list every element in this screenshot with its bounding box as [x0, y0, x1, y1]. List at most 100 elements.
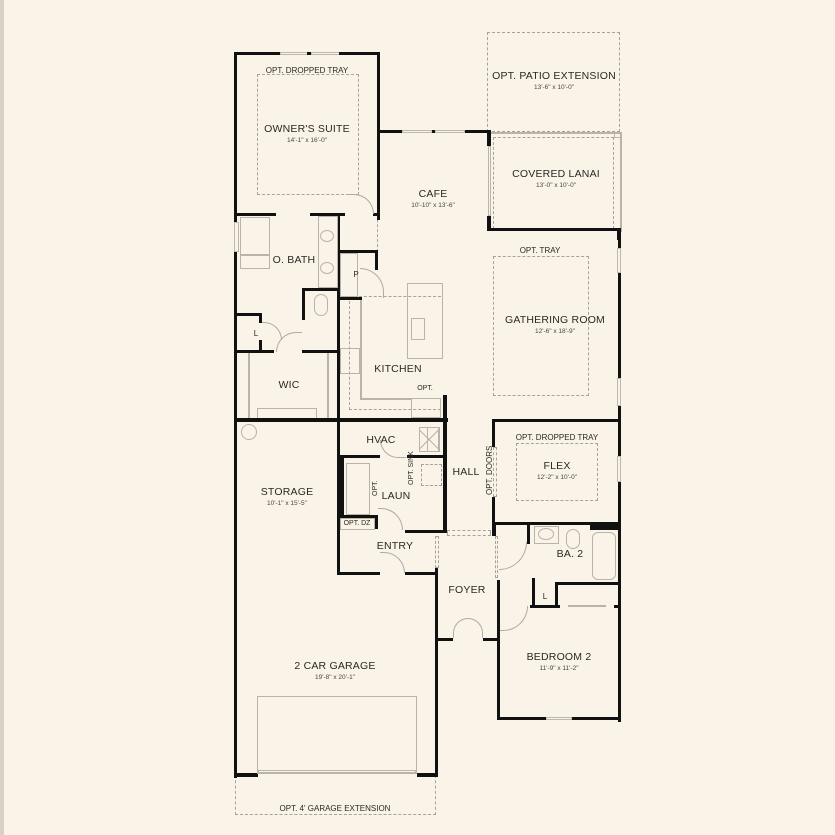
wall	[435, 568, 438, 777]
room-label-foyer: FOYER	[448, 584, 486, 596]
wall	[555, 582, 621, 585]
wall	[337, 250, 377, 253]
sliding-door	[488, 146, 491, 216]
flex-tray	[516, 443, 598, 501]
island-sink	[411, 318, 425, 340]
opt-dz-bench	[340, 518, 375, 530]
wall	[339, 52, 380, 55]
kitchen-counter	[360, 398, 412, 400]
wall	[614, 605, 621, 608]
wall	[234, 418, 448, 422]
room-label-gathering-room: GATHERING ROOM 12'-6" x 18'-9"	[505, 314, 605, 335]
wall	[307, 52, 311, 55]
gathering-room-tray-label: OPT. TRAY	[519, 246, 561, 255]
window	[435, 130, 465, 133]
window	[234, 222, 239, 252]
wall	[234, 52, 280, 55]
wall	[435, 638, 453, 641]
entry-opening	[435, 536, 439, 568]
wall	[234, 350, 274, 353]
room-label-storage: STORAGE 10'-1" x 15'-5"	[261, 486, 314, 507]
garage-door-track	[258, 770, 416, 773]
wall	[337, 418, 340, 573]
linen-door[interactable]	[262, 322, 282, 340]
range	[340, 348, 360, 374]
room-dimensions: 10'-10" x 13'-6"	[411, 202, 455, 209]
opt-sink-label: OPT. SINK	[408, 451, 415, 485]
bath2-opening	[495, 536, 498, 578]
wall	[487, 216, 491, 230]
window	[311, 52, 341, 55]
wall	[497, 605, 500, 720]
wall	[492, 419, 621, 422]
wall	[375, 250, 378, 270]
wall	[530, 605, 560, 608]
wic-shelf	[248, 353, 250, 418]
wall	[405, 530, 447, 533]
wall	[497, 580, 500, 640]
wall	[234, 313, 262, 316]
wall	[618, 273, 621, 378]
wall	[617, 228, 621, 240]
wall	[302, 288, 305, 320]
lanai-edge	[620, 132, 622, 232]
wall	[337, 455, 380, 458]
wall	[405, 572, 438, 575]
kitchen-opt-label: OPT.	[417, 385, 433, 392]
wall	[618, 482, 621, 522]
bath2-door[interactable]	[499, 542, 527, 570]
wall	[337, 213, 340, 420]
wall	[443, 395, 447, 420]
wall	[492, 522, 496, 536]
room-name: FLEX	[543, 460, 571, 472]
wall	[340, 458, 344, 518]
opt-sink	[421, 464, 442, 486]
wall	[532, 578, 535, 608]
room-dimensions: 12'-6" x 18'-9"	[535, 328, 575, 335]
owners-suite-door[interactable]	[346, 194, 374, 214]
window	[617, 378, 621, 406]
room-name: 2 CAR GARAGE	[294, 660, 376, 672]
hvac-unit	[427, 427, 440, 452]
gathering-room-tray	[493, 256, 589, 396]
front-door[interactable]	[453, 618, 483, 638]
wall	[337, 572, 380, 575]
garage-door	[257, 696, 417, 774]
garage-entry-door[interactable]	[380, 552, 405, 573]
room-label-linen-bed: L	[542, 592, 548, 601]
window	[546, 717, 572, 720]
room-label-opt-dz: OPT. DZ	[343, 520, 371, 527]
wall	[310, 213, 345, 216]
wall	[302, 350, 340, 353]
wall	[498, 717, 546, 720]
flex-opt-doors-label: OPT. DOORS	[485, 445, 494, 495]
wall	[337, 515, 377, 518]
room-label-cafe: CAFE 10'-10" x 13'-6"	[411, 188, 455, 209]
pantry-shelf	[340, 253, 358, 297]
bath2-toilet	[566, 529, 580, 549]
room-dimensions: 19'-8" x 20'-1"	[315, 674, 355, 681]
wall	[377, 130, 402, 133]
window	[617, 248, 621, 273]
toilet	[314, 294, 328, 316]
laundry-entry-door[interactable]	[378, 508, 403, 530]
room-dimensions: 11'-9" x 11'-2"	[539, 665, 579, 672]
pantry-door[interactable]	[360, 268, 384, 298]
bedroom2-door[interactable]	[500, 606, 528, 631]
washer-dryer	[346, 463, 370, 515]
wall	[572, 717, 621, 720]
bench	[240, 255, 270, 269]
closet-rod	[568, 605, 606, 607]
wall	[527, 522, 530, 544]
room-dimensions: 14'-1" x 16'-0"	[287, 137, 327, 144]
room-label-owners-suite: OWNER'S SUITE 14'-1" x 16'-0"	[264, 123, 350, 144]
wall	[377, 52, 380, 132]
flex-tray-label: OPT. DROPPED TRAY	[515, 433, 599, 442]
wall	[492, 497, 495, 525]
room-name: STORAGE	[260, 486, 314, 498]
wall	[618, 240, 621, 248]
room-label-patio-extension: OPT. PATIO EXTENSION 13'-6" x 10'-0"	[492, 70, 616, 91]
wall	[555, 582, 558, 608]
owners-suite-tray	[257, 74, 359, 195]
wall	[487, 228, 621, 231]
